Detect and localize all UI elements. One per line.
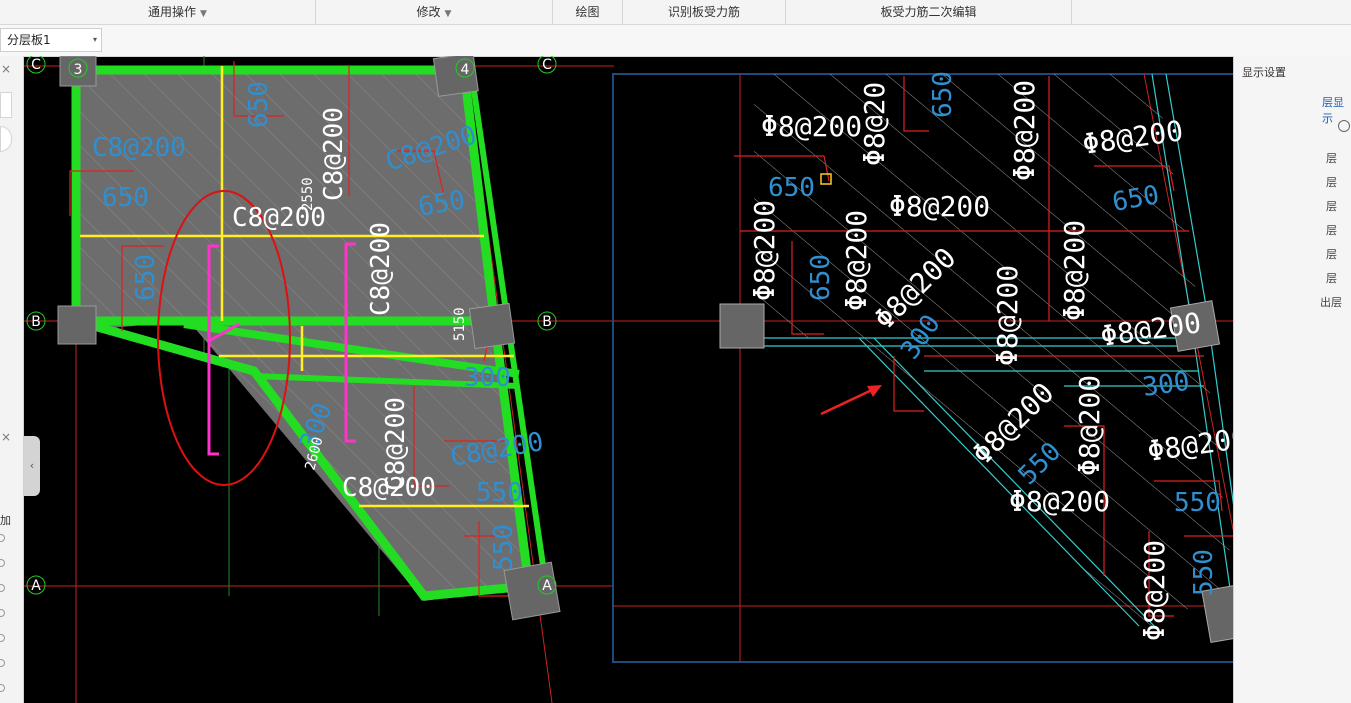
dimension-label: 550 [476,478,523,508]
rebar-label: C8@200 [319,107,349,201]
rebar-label: Φ8@200 [1058,220,1091,321]
rebar-label: C8@200 [342,473,436,503]
column[interactable] [1169,300,1221,352]
column[interactable] [468,302,516,350]
dimension-label: 650 [768,173,815,203]
dimension-label: 300 [1141,367,1192,403]
rebar-label: Φ8@20 [858,82,891,166]
axis-label-b: B [542,314,552,330]
beam-outline[interactable] [71,65,535,601]
ribbon-group-identify-rebar[interactable]: 识别板受力筋 [623,0,786,24]
rebar-label: C8@200 [381,397,411,491]
tree-node-icon [0,534,5,542]
axis-label-b: B [31,314,41,330]
dimension-label: 550 [489,524,519,571]
layer-item[interactable]: 层 [1326,248,1337,261]
ribbon-group-label: 绘图 [575,5,600,19]
ribbon-group-draw[interactable]: 绘图 [553,0,623,24]
close-icon[interactable]: × [1,62,12,76]
layer-item[interactable]: 层 [1326,224,1337,237]
tree-node-icon [0,659,5,667]
rebar-label: Φ8@200 [761,110,862,143]
dimension-label: 650 [102,183,149,213]
rebar-label: Φ8@200 [991,265,1024,366]
panel-button[interactable] [0,126,12,152]
layer-item[interactable]: 层 [1326,176,1337,189]
axis-label-a: A [542,578,552,594]
chevron-down-icon: ▼ [444,9,452,19]
ribbon-group-label: 通用操作 [148,5,197,19]
layer-item[interactable]: 层 [1326,200,1337,213]
left-panel: × × 加 [0,56,24,703]
rebar-label: Φ8@200 [748,200,781,301]
column[interactable] [59,56,97,87]
radio-button[interactable] [1338,120,1350,132]
collapse-panel-tab[interactable]: ‹ [24,436,40,496]
rebar-label: Φ8@200 [889,190,990,223]
rebar-label: Φ8@200 [1009,485,1110,518]
dimension-label: 650 [244,81,274,128]
axis-label-c: C [31,57,41,73]
dimension-label: 300 [464,363,511,393]
rebar-label: C8@200 [366,222,396,316]
tree-node-icon [0,584,5,592]
axis-label-4: 4 [461,62,470,78]
rebar-label: Φ8@200 [1008,80,1041,181]
arrow-icon [867,385,882,397]
layer-select-value: 分层板1 [7,33,51,47]
layer-item[interactable]: 层 [1326,272,1337,285]
axis-label-a: A [31,578,41,594]
dimension-label: 5150 [452,307,468,341]
chevron-down-icon: ▼ [200,9,207,19]
ribbon: 通用操作▼ 修改▼ 绘图 识别板受力筋 板受力筋二次编辑 [0,0,1351,25]
rebar-label: Φ8@200 [840,210,873,311]
layer-select[interactable]: 分层板1 ▾ [0,28,102,52]
ribbon-group-label: 板受力筋二次编辑 [880,5,977,19]
tree-node-icon [0,609,5,617]
ribbon-group-modify[interactable]: 修改▼ [316,0,553,24]
right-panel: 显示设置 层显示 层 层 层 层 层 层 出层 [1233,56,1351,703]
rebar-label-ghost: C8@200 [92,133,186,163]
zoom-inset[interactable]: Φ8@200 Φ8@200 Φ8@200 Φ8@200 Φ8@200 Φ8@20… [612,71,1233,663]
layer-display-link[interactable]: 层显示 [1322,96,1344,125]
ribbon-group-label: 识别板受力筋 [667,5,740,19]
column[interactable] [1201,580,1233,644]
add-button[interactable]: 加 [0,514,11,527]
dimension-label: 550 [1174,488,1221,518]
ribbon-group-common[interactable]: 通用操作▼ [40,0,316,24]
cad-canvas[interactable]: C B A C B A 3 4 C8@200 C8@200 C8@200 C8@… [24,56,1233,703]
tree-node-icon [0,559,5,567]
layer-item[interactable]: 出层 [1320,296,1342,309]
panel-input[interactable] [0,92,12,118]
dimension-label: 2550 [300,177,316,211]
close-icon[interactable]: × [1,430,12,444]
ribbon-group-label: 修改 [416,5,441,19]
display-settings-title[interactable]: 显示设置 [1242,66,1286,79]
rebar-label: C8@200 [232,203,326,233]
layer-item[interactable]: 层 [1326,152,1337,165]
rebar-label: Φ8@200 [1138,540,1171,641]
axis-label-3: 3 [74,62,83,78]
tree-node-icon [0,634,5,642]
axis-label-c: C [542,57,552,73]
dimension-label: 650 [928,71,958,118]
highlight-ellipse [157,190,291,486]
column[interactable] [719,303,765,349]
dimension-label: 650 [806,254,836,301]
column[interactable] [432,56,479,97]
dimension-label: 650 [131,254,161,301]
dimension-label: 550 [1189,549,1219,596]
toolbar: 分层板1 ▾ [0,25,1351,57]
tree-node-icon [0,684,5,692]
rebar-label: Φ8@200 [1073,375,1106,476]
column[interactable] [57,305,97,345]
chevron-down-icon: ▾ [92,35,97,44]
ribbon-group-rebar-edit[interactable]: 板受力筋二次编辑 [786,0,1072,24]
